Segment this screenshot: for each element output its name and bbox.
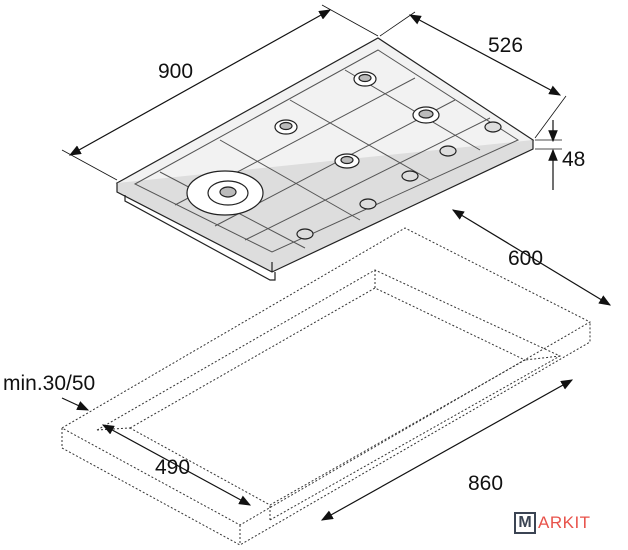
dimension-cutout-outer-label: 600	[508, 247, 543, 270]
dimension-height-label: 48	[562, 148, 585, 171]
markit-logo: M ARKIT	[514, 512, 591, 534]
logo-boxed-letter: M	[514, 512, 536, 534]
worktop-cutout	[60, 227, 592, 546]
logo-text: ARKIT	[538, 513, 591, 532]
dimension-lines	[61, 4, 612, 521]
dimension-min-clearance-label: min.30/50	[3, 372, 95, 395]
dimension-depth-label: 526	[488, 34, 523, 57]
burner-wok	[186, 170, 264, 216]
dimension-cutout-depth-label: 490	[155, 456, 190, 479]
dimension-width-label: 900	[158, 60, 193, 83]
dimension-cutout-width-label: 860	[468, 472, 503, 495]
control-knob	[296, 121, 502, 240]
